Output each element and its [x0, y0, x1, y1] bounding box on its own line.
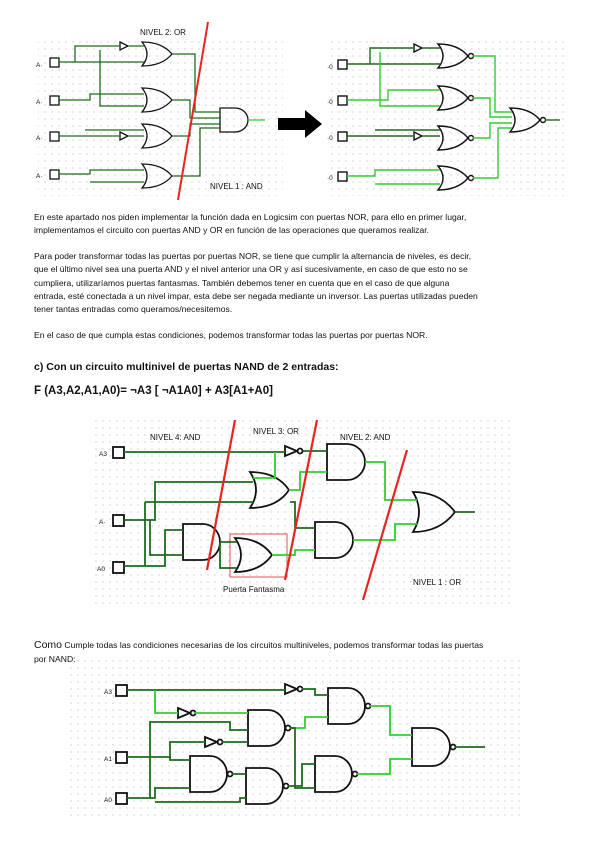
pin-label-a1-nand: A1: [104, 756, 112, 763]
section-heading: c) Con un circuito multinivel de puertas…: [34, 361, 339, 373]
level-divider-1: [177, 21, 209, 200]
label-level-1b: NIVEL 1 : OR: [413, 578, 461, 587]
label-level-3: NIVEL 3: OR: [253, 427, 299, 436]
pin-label-1: A·: [36, 62, 43, 69]
nor-circuit: [337, 42, 560, 191]
closing-lead: Como: [34, 639, 63, 652]
pin-label-a0: A0: [97, 566, 105, 573]
level-divider-4-3: [205, 420, 237, 571]
nand-gate-2: [327, 687, 366, 725]
input-pin-a0[interactable]: [112, 561, 125, 574]
input-pin-a1[interactable]: [112, 514, 125, 527]
nand-gate-1: [247, 709, 286, 747]
and-or-circuit: [49, 40, 265, 189]
nor-gate-2: [436, 85, 469, 111]
level-divider-3-2: [283, 420, 319, 581]
pin-label-a1: A·: [99, 519, 106, 526]
pin-label-a3-nand: A3: [104, 689, 112, 696]
figure-1-pin-labels: A· A· A· A·: [36, 62, 43, 180]
input-pin-a3[interactable]: [112, 446, 125, 459]
nand-gate-out: [411, 727, 451, 767]
or-gate-4: [140, 163, 173, 189]
and-gate-1: [219, 107, 249, 133]
figure-1-right-pin-labels: ·0 ·0 ·0 ·0: [327, 64, 333, 182]
label-level-2b: NIVEL 2: AND: [340, 433, 391, 442]
pin-label-r3: ·0: [327, 135, 333, 142]
paragraph-3: En el caso de que cumpla estas condicion…: [34, 329, 428, 340]
or-gate-1: [140, 41, 173, 67]
pin-label-r1: ·0: [327, 64, 333, 71]
or-gate-phantom: [233, 537, 274, 573]
nand-gate-3: [189, 755, 228, 793]
nor-gate-out: [508, 107, 541, 133]
nor-gate-4: [436, 165, 469, 191]
closing-text: Como Cumple todas las condiciones necesa…: [34, 626, 574, 666]
nand-gate-5: [314, 755, 353, 793]
pin-label-a0-nand: A0: [104, 797, 112, 804]
nor-gate-1: [436, 43, 469, 69]
and-gate-level2-bottom: [314, 521, 354, 559]
or-gate-3: [140, 123, 173, 149]
input-pin-a1-nand[interactable]: [115, 751, 128, 764]
pin-label-4: A·: [36, 173, 43, 180]
figure-1-nor-transformation: NIVEL 2: OR NIVEL 1 : AND: [38, 21, 565, 200]
pin-label-r2: ·0: [327, 99, 333, 106]
formula: F (A3,A2,A1,A0)= ¬A3 [ ¬A1A0] + A3[A1+A0…: [34, 385, 273, 397]
label-level-4: NIVEL 4: AND: [150, 433, 201, 442]
inverter-a3: [284, 444, 300, 458]
closing-rest: Cumple todas las condiciones necesarias …: [34, 640, 484, 664]
pin-label-3: A·: [36, 135, 43, 142]
paragraph-2: Para poder transformar todas las puertas…: [34, 250, 478, 315]
or-gate-level3: [248, 471, 291, 509]
figure-3-nand-circuit: A3 A1 A0: [70, 660, 525, 818]
paragraph-1: En este apartado nos piden implementar l…: [34, 212, 467, 236]
or-gate-2: [140, 87, 173, 113]
nand-gate-4: [245, 767, 284, 805]
figure-2-multilevel-circuit: NIVEL 4: AND NIVEL 3: OR NIVEL 2: AND NI…: [95, 420, 510, 605]
input-pin-a0-nand[interactable]: [115, 792, 128, 805]
and-gate-level2-top: [326, 443, 366, 481]
pin-label-r4: ·0: [327, 175, 333, 182]
pin-label-2: A·: [36, 99, 43, 106]
level-divider-2-1: [361, 449, 409, 601]
right-arrow-icon: [278, 110, 322, 138]
or-gate-level1: [411, 491, 457, 533]
label-phantom: Puerta Fantasma: [223, 585, 285, 594]
pin-label-a3: A3: [99, 451, 107, 458]
label-level-2: NIVEL 2: OR: [140, 28, 186, 37]
inverter-nand-1: [284, 682, 300, 696]
label-level-1: NIVEL 1 : AND: [210, 182, 263, 191]
nor-gate-3: [436, 125, 469, 151]
input-pin-a3-nand[interactable]: [115, 684, 128, 697]
explanation-text: En este apartado nos piden implementar l…: [34, 211, 574, 354]
